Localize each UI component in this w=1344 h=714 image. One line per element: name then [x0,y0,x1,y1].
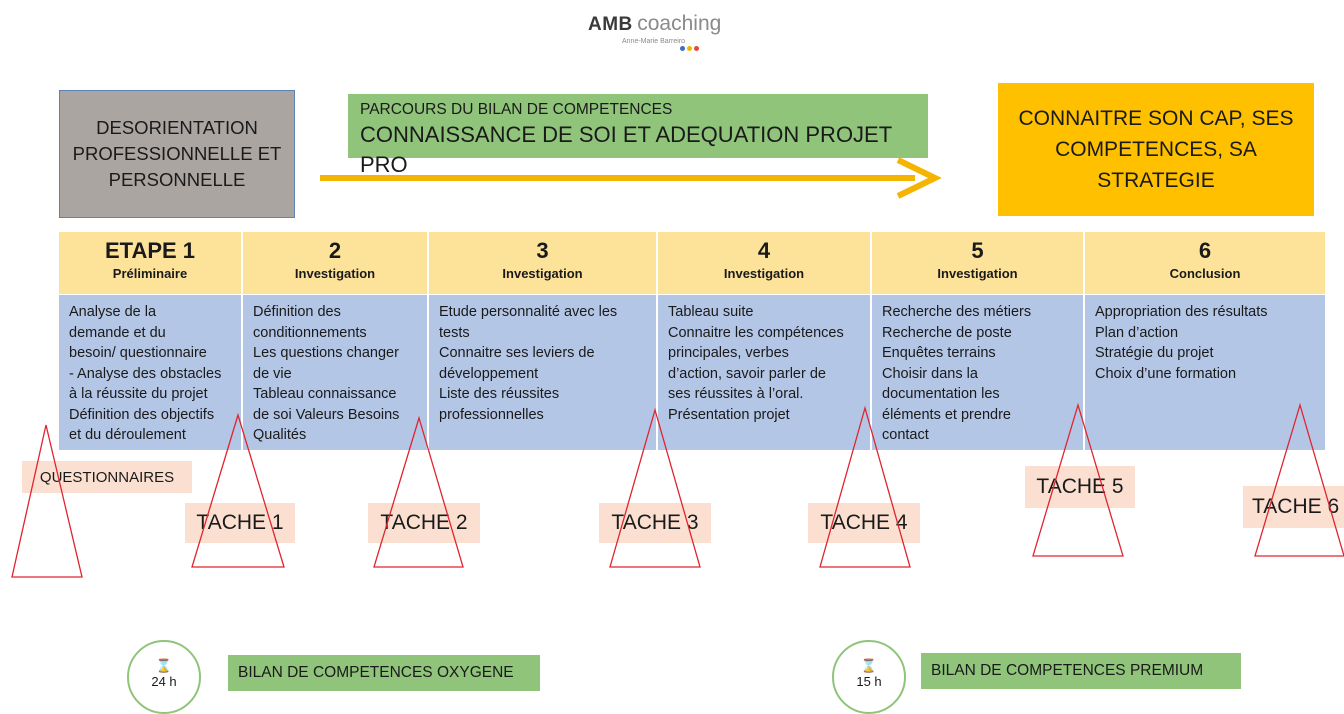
path-title-line1: PARCOURS DU BILAN DE COMPETENCES [360,101,673,118]
logo: AMB coaching Anne-Marie Barreiro [588,12,748,52]
task-1-label: TACHE 1 [185,503,295,543]
stage-line: Choix d’une formation [1095,365,1237,382]
duration-badge-oxygene: ⌛ 24 h [127,640,201,714]
starting-situation-box: DESORIENTATION PROFESSIONNELLE ET PERSON… [59,90,295,218]
duration-hours: 15 h [856,674,882,689]
stage-line: Analyse de la [69,304,157,320]
logo-brand: AMB [588,14,633,35]
stage-body-5: Recherche des métiers Recherche de poste… [872,295,1084,450]
stage-header-2: 2 Investigation [243,232,428,294]
path-title-line2: CONNAISSANCE DE SOI ET ADEQUATION PROJET… [360,122,892,177]
stage-line: de soi Valeurs Besoins [253,406,400,423]
stage-header-6: 6 Conclusion [1085,232,1325,294]
stage-body-1: Analyse de la demande et du besoin/ ques… [59,295,242,450]
duration-hours: 24 h [151,674,177,689]
logo-word: coaching [637,12,722,35]
stage-name: Investigation [937,266,1018,281]
task-text: TACHE 1 [196,511,284,534]
formula-name: BILAN DE COMPETENCES OXYGENE [238,664,514,681]
stage-line: Plan d’action [1095,324,1179,341]
logo-owner: Anne-Marie Barreiro [622,38,686,45]
task-text: TACHE 5 [1036,475,1124,498]
stage-line: tests [439,324,470,341]
stage-line: Tableau connaissance [253,386,397,402]
stage-line: Définition des objectifs [69,406,215,423]
stage-line: Recherche de poste [882,324,1012,341]
stage-line: éléments et prendre [882,406,1011,423]
stage-number: ETAPE 1 [104,238,196,263]
stage-line: Qualités [253,427,307,443]
duration-badge-premium: ⌛ 15 h [832,640,906,714]
stage-line: à la réussite du projet [69,386,208,402]
hourglass-icon: ⌛ [860,658,878,673]
hourglass-icon: ⌛ [155,658,173,673]
stage-number: 5 [971,238,984,263]
stage-header-4: 4 Investigation [658,232,871,294]
stage-body-4: Tableau suite Connaitre les compétences … [658,295,871,450]
stage-body-3: Etude personnalité avec les tests Connai… [429,295,657,450]
stage-line: ses réussites à l’oral. [668,386,804,402]
task-text: TACHE 4 [820,511,908,534]
stage-name: Investigation [502,266,583,281]
stage-line: de vie [253,365,292,382]
stage-line: demande et du [69,324,166,341]
stage-line: documentation les [882,386,1000,402]
stage-header-1: ETAPE 1 Préliminaire [59,232,242,294]
stage-body-2: Définition des conditionnements Les ques… [243,295,428,450]
task-4-label: TACHE 4 [808,503,920,543]
stage-line: Liste des réussites [439,386,560,402]
stage-line: conditionnements [253,324,367,341]
goal-box: CONNAITRE SON CAP, SES COMPETENCES, SA S… [998,83,1314,216]
stage-line: Connaitre les compétences [668,324,844,341]
stage-line: Appropriation des résultats [1095,304,1268,320]
stage-line: Définition des [253,304,341,320]
stage-line: développement [439,365,539,382]
questionnaires-text: QUESTIONNAIRES [39,468,175,486]
formula-name: BILAN DE COMPETENCES PREMIUM [931,662,1204,679]
stage-number: 3 [536,238,549,263]
stage-line: besoin/ questionnaire [69,345,207,361]
logo-dots-icon [680,38,701,56]
formula-premium: BILAN DE COMPETENCES PREMIUM [921,653,1241,689]
stage-header-5: 5 Investigation [872,232,1084,294]
stage-line: Tableau suite [668,304,754,320]
stage-line: contact [882,427,929,443]
stage-body-6: Appropriation des résultats Plan d’actio… [1085,295,1325,450]
task-6-label: TACHE 6 [1243,486,1344,528]
stage-line: - Analyse des obstacles [69,365,222,382]
task-2-label: TACHE 2 [368,503,480,543]
stage-name: Investigation [294,266,376,281]
stage-number: 2 [328,238,342,263]
formula-oxygene: BILAN DE COMPETENCES OXYGENE [228,655,540,691]
task-text: TACHE 3 [611,511,699,534]
stage-line: Etude personnalité avec les [439,304,618,320]
stage-name: Préliminaire [112,266,188,281]
stage-line: Présentation projet [668,406,790,423]
stage-line: Les questions changer [253,345,399,361]
stage-line: d’action, savoir parler de [668,365,826,382]
goal-text: CONNAITRE SON CAP, SES COMPETENCES, SA S… [1018,107,1294,192]
starting-situation-text: DESORIENTATION PROFESSIONNELLE ET PERSON… [72,117,282,190]
task-text: TACHE 6 [1252,495,1340,518]
stage-line: et du déroulement [69,427,186,443]
task-5-label: TACHE 5 [1025,466,1135,508]
path-title-box: PARCOURS DU BILAN DE COMPETENCES CONNAIS… [348,94,928,177]
stage-line: Recherche des métiers [882,304,1032,320]
stage-name: Conclusion [1169,266,1241,281]
stage-line: Choisir dans la [882,365,978,382]
task-3-label: TACHE 3 [599,503,711,543]
stage-header-3: 3 Investigation [429,232,657,294]
stage-line: principales, verbes [668,345,789,361]
stage-name: Investigation [723,266,805,281]
task-text: TACHE 2 [380,511,468,534]
questionnaires-label: QUESTIONNAIRES [22,461,192,493]
stage-line: Connaitre ses leviers de [439,345,595,361]
stage-line: Enquêtes terrains [882,345,996,361]
stage-number: 4 [757,238,771,263]
stage-line: Stratégie du projet [1095,345,1214,361]
stage-number: 6 [1198,238,1212,263]
stage-line: professionnelles [439,406,544,423]
